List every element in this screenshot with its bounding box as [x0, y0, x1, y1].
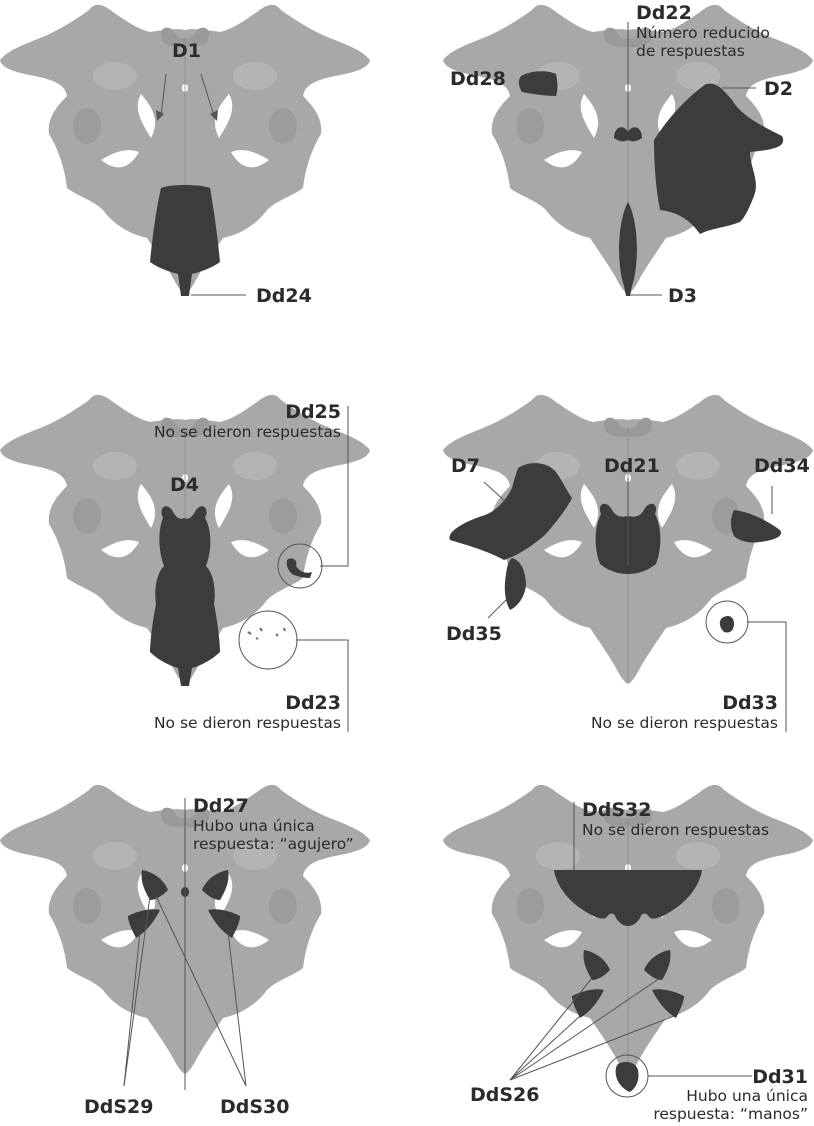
label-code: Dd24	[256, 285, 312, 307]
panel-1: D1 Dd24	[0, 5, 370, 307]
label-note: No se dieron respuestas	[582, 821, 769, 839]
label-code: D7	[451, 455, 480, 477]
label-code: Dd21	[604, 455, 660, 477]
panel-6: DdS32 No se dieron respuestas DdS26 Dd31…	[443, 785, 813, 1123]
highlight-dd28	[519, 71, 558, 96]
label-code: Dd22	[636, 2, 692, 24]
label-note: No se dieron respuestas	[591, 714, 778, 732]
label-code: Dd31	[752, 1066, 808, 1088]
label-note: de respuestas	[636, 42, 745, 60]
panel-5: Dd27 Hubo una única respuesta: “agujero”…	[0, 785, 370, 1118]
label-note: Hubo una única	[686, 1087, 808, 1105]
highlight-d4	[150, 506, 220, 686]
label-code: DdS30	[220, 1096, 290, 1118]
label-code: Dd34	[754, 455, 810, 477]
panel-3: Dd25 No se dieron respuestas D4 Dd23 No …	[0, 395, 370, 732]
small-detail	[248, 628, 285, 639]
highlight-dd33	[720, 616, 734, 633]
label-note: respuesta: “manos”	[653, 1105, 808, 1123]
leader-line	[510, 1016, 674, 1080]
label-code: Dd35	[446, 623, 502, 645]
highlight-dd31	[616, 1062, 639, 1092]
label-code: DdS26	[470, 1084, 540, 1106]
panel-4: D7 Dd21 Dd34 Dd35 Dd33 No se dieron resp…	[443, 395, 813, 732]
highlight-d24	[150, 185, 220, 296]
circle-marker	[239, 611, 297, 669]
label-code: Dd25	[285, 401, 341, 423]
label-code: D2	[764, 78, 793, 100]
label-note: No se dieron respuestas	[154, 423, 341, 441]
panel-2: Dd22 Número reducido de respuestas Dd28 …	[443, 2, 813, 307]
label-note: Hubo una única	[193, 817, 315, 835]
label-code: DdS29	[84, 1096, 154, 1118]
label-code: DdS32	[582, 799, 652, 821]
leader-line	[488, 600, 506, 618]
label-code: Dd28	[450, 68, 506, 90]
label-code: D4	[170, 474, 199, 496]
label-note: Número reducido	[636, 24, 770, 42]
label-note: No se dieron respuestas	[154, 714, 341, 732]
leader-line	[484, 482, 506, 502]
label-code: Dd23	[285, 692, 341, 714]
leader-line	[510, 1016, 580, 1080]
label-code: D3	[668, 285, 697, 307]
label-note: respuesta: “agujero”	[193, 835, 354, 853]
label-code: D1	[172, 40, 201, 62]
label-code: Dd33	[722, 692, 778, 714]
label-code: Dd27	[193, 795, 249, 817]
